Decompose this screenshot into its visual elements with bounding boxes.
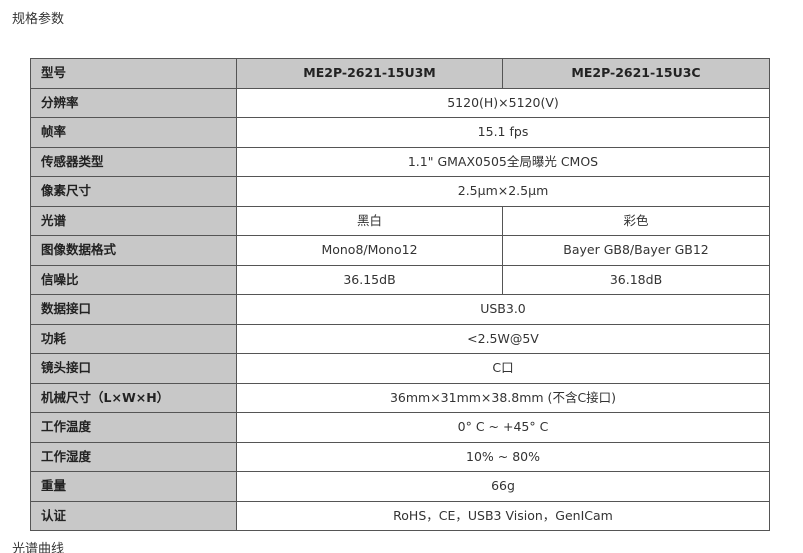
row-value: 彩色 [502,205,770,236]
row-value: <2.5W@5V [236,323,770,354]
header-label: 型号 [30,58,237,89]
row-label: 工作湿度 [30,441,237,472]
row-label: 图像数据格式 [30,235,237,266]
row-label: 工作温度 [30,412,237,443]
table-row: 机械尺寸（L×W×H）36mm×31mm×38.8mm (不含C接口) [30,382,770,413]
row-label: 重量 [30,471,237,502]
row-label: 像素尺寸 [30,176,237,207]
row-label: 信噪比 [30,264,237,295]
row-label: 镜头接口 [30,353,237,384]
row-value: 36mm×31mm×38.8mm (不含C接口) [236,382,770,413]
row-value: 1.1" GMAX0505全局曝光 CMOS [236,146,770,177]
row-value: 36.15dB [236,264,503,295]
row-label: 光谱 [30,205,237,236]
row-label: 数据接口 [30,294,237,325]
row-value: 5120(H)×5120(V) [236,87,770,118]
table-header-row: 型号 ME2P-2621-15U3M ME2P-2621-15U3C [30,58,770,89]
row-value: 15.1 fps [236,117,770,148]
row-value: 66g [236,471,770,502]
header-model-mono: ME2P-2621-15U3M [236,58,503,89]
row-value: Mono8/Mono12 [236,235,503,266]
row-label: 帧率 [30,117,237,148]
row-value: RoHS，CE，USB3 Vision，GenICam [236,500,770,531]
table-row: 功耗<2.5W@5V [30,323,770,354]
row-value: 36.18dB [502,264,770,295]
row-value: 2.5μm×2.5μm [236,176,770,207]
next-section-title: 光谱曲线 [12,542,65,553]
row-label: 功耗 [30,323,237,354]
row-value: C口 [236,353,770,384]
row-label: 机械尺寸（L×W×H） [30,382,237,413]
row-value: USB3.0 [236,294,770,325]
row-label: 传感器类型 [30,146,237,177]
section-title: 规格参数 [12,12,65,27]
header-model-color: ME2P-2621-15U3C [502,58,770,89]
row-value: Bayer GB8/Bayer GB12 [502,235,770,266]
row-value: 0° C ~ +45° C [236,412,770,443]
row-value: 10% ~ 80% [236,441,770,472]
row-label: 认证 [30,500,237,531]
row-label: 分辨率 [30,87,237,118]
table-row: 光谱黑白彩色 [30,205,770,236]
row-value: 黑白 [236,205,503,236]
